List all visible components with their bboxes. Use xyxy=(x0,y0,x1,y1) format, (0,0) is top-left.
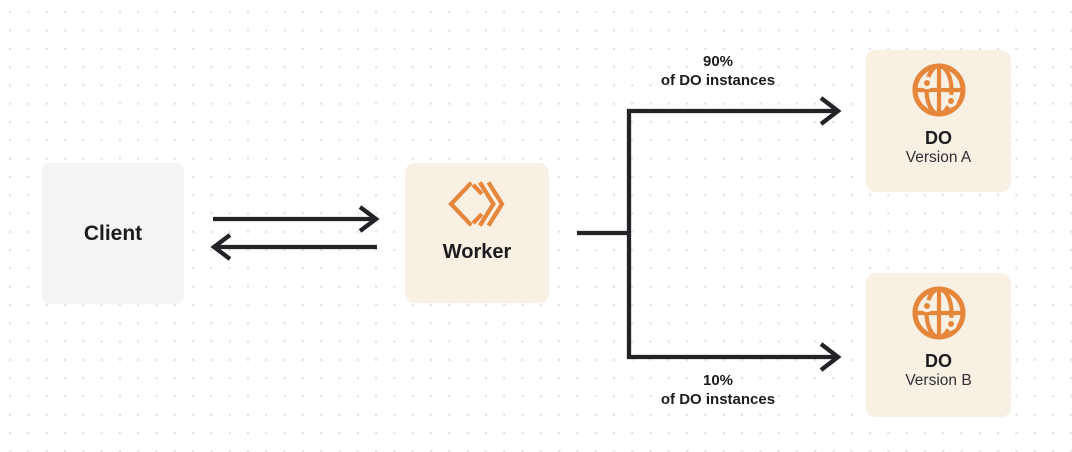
node-client: Client xyxy=(42,163,184,304)
split-label-10-percent: 10% of DO instances xyxy=(618,371,818,409)
durable-object-globe-icon xyxy=(912,286,965,340)
node-do-version-a: DO Version A xyxy=(866,50,1011,192)
arrow-client-to-worker-head xyxy=(358,205,380,233)
node-worker: Worker xyxy=(405,163,549,303)
arrow-to-do-b-head xyxy=(819,342,842,372)
node-do-version-b: DO Version B xyxy=(866,273,1011,417)
split-bottom-percent: 10% xyxy=(702,372,734,389)
split-bottom-caption: of DO instances xyxy=(660,391,776,408)
workers-icon xyxy=(448,181,505,227)
arrow-to-do-a-head xyxy=(819,96,842,126)
durable-object-globe-icon xyxy=(912,63,965,117)
do-b-subtitle: Version B xyxy=(905,372,972,389)
do-b-title: DO xyxy=(925,351,952,371)
branch-split-line xyxy=(626,108,835,360)
do-a-subtitle: Version A xyxy=(905,149,972,166)
do-a-title: DO xyxy=(925,128,952,148)
worker-label: Worker xyxy=(442,241,512,263)
split-top-caption: of DO instances xyxy=(660,72,776,89)
arrow-worker-to-client-head xyxy=(210,233,232,261)
split-label-90-percent: 90% of DO instances xyxy=(618,52,818,90)
client-label: Client xyxy=(83,221,143,245)
split-top-percent: 90% xyxy=(702,53,734,70)
